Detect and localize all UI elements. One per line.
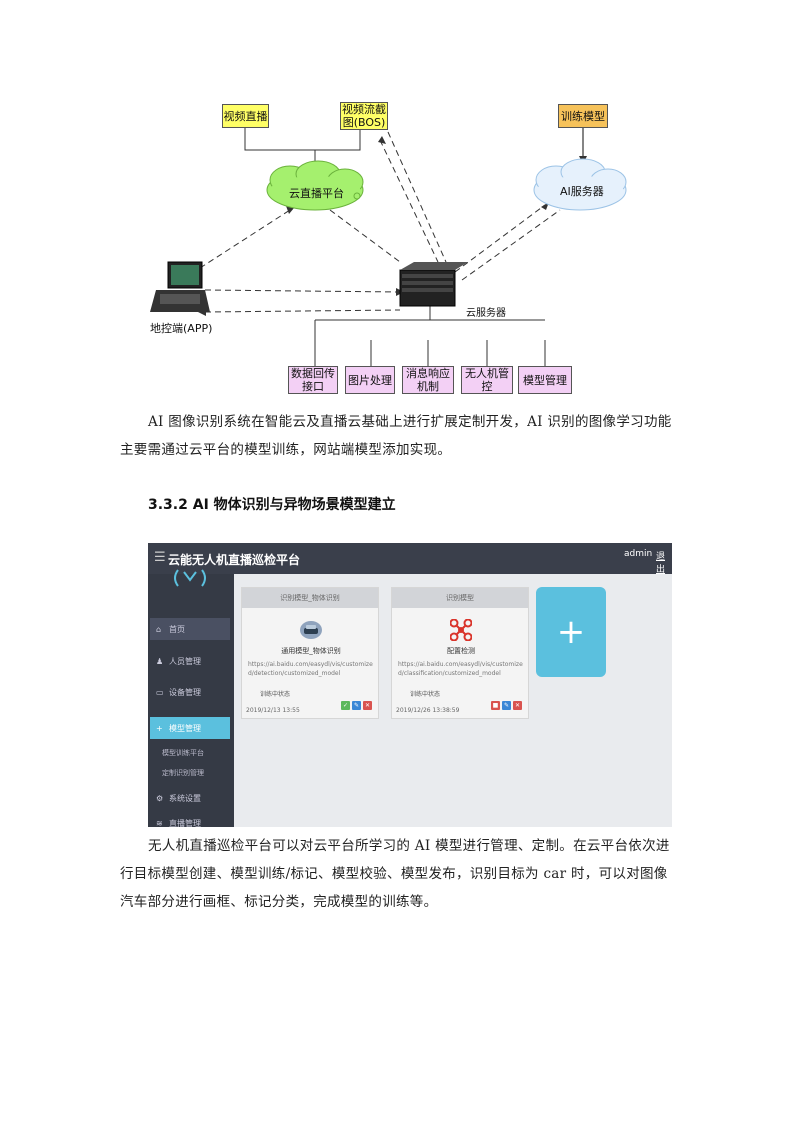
drone-mgmt-box: 无人机管控 xyxy=(461,366,513,394)
home-icon: ⌂ xyxy=(156,624,162,634)
ground-app-label: 地控端(APP) xyxy=(150,322,213,335)
model-mgmt-box: 模型管理 xyxy=(518,366,572,394)
live-video-box: 视频直播 xyxy=(222,104,269,128)
snapshot-label: 视频流截图(BOS) xyxy=(342,103,386,129)
paragraph-platform: 无人机直播巡检平台可以对云平台所学习的 AI 模型进行管理、定制。在云平台依次进… xyxy=(120,838,670,910)
sidebar-item-home[interactable]: ⌂ 首页 xyxy=(150,618,230,640)
card-name: 配置检测 xyxy=(447,647,475,655)
server-icon xyxy=(399,262,468,307)
monitor-icon: ▭ xyxy=(156,687,164,697)
stop-button[interactable]: ■ xyxy=(491,701,500,710)
laptop-icon xyxy=(150,261,210,312)
sidebar: ⌂ 首页 ♟ 人员管理 ▭ 设备管理 + 模型管理 模型训练平台 定制识别管理 ⚙ 系统设… xyxy=(148,569,234,828)
cloud-live-label: 云直播平台 xyxy=(289,187,344,200)
card-header: 识别模型 xyxy=(392,588,528,608)
sidebar-item-live[interactable]: ≋ 直播管理 xyxy=(150,812,230,828)
submenu-training[interactable]: 模型训练平台 xyxy=(162,749,204,757)
card-date: 2019/12/13 13:55 xyxy=(246,707,300,714)
platform-screenshot: ☰ 云能无人机直播巡检平台 admin 退出 ⌂ 首页 ♟ 人员管理 ▭ 设备管理 +… xyxy=(148,543,672,827)
image-proc-label: 图片处理 xyxy=(348,373,392,387)
users-icon: ♟ xyxy=(156,656,164,666)
model-card[interactable]: 识别模型_物体识别 通用模型_物体识别 https://ai.baidu.com… xyxy=(241,587,379,719)
snapshot-box: 视频流截图(BOS) xyxy=(340,102,388,130)
delete-button[interactable]: ✕ xyxy=(513,701,522,710)
drone-mgmt-label: 无人机管控 xyxy=(465,367,509,393)
add-model-button[interactable]: + xyxy=(536,587,606,677)
logo-icon xyxy=(174,569,206,587)
live-video-label: 视频直播 xyxy=(223,109,268,123)
sidebar-item-models[interactable]: + 模型管理 xyxy=(150,717,230,739)
check-button[interactable]: ✓ xyxy=(341,701,350,710)
card-header: 识别模型_物体识别 xyxy=(242,588,378,608)
gear-icon: ⚙ xyxy=(156,793,164,803)
card-status: 训练中状态 xyxy=(410,691,441,698)
logout-link[interactable]: 退出 xyxy=(656,552,666,575)
diagram-connectors xyxy=(150,128,627,366)
ai-server-label: AI服务器 xyxy=(560,185,604,198)
drone-icon xyxy=(450,619,472,641)
sidebar-item-label: 系统设置 xyxy=(169,793,201,803)
plus-icon: + xyxy=(156,723,163,733)
menu-icon[interactable]: ☰ xyxy=(154,550,166,565)
card-status: 训练中状态 xyxy=(260,691,291,698)
sidebar-item-label: 模型管理 xyxy=(169,723,201,733)
sidebar-item-devices[interactable]: ▭ 设备管理 xyxy=(150,681,230,703)
cloud-live-cloud-shape xyxy=(266,160,364,211)
app-title: 云能无人机直播巡检平台 xyxy=(168,553,301,567)
delete-button[interactable]: ✕ xyxy=(363,701,372,710)
card-url: https://ai.baidu.com/easydl/vis/customiz… xyxy=(398,661,523,677)
data-return-box: 数据回传接口 xyxy=(288,366,338,394)
model-mgmt-label: 模型管理 xyxy=(523,373,567,387)
architecture-diagram: 视频直播 视频流截图(BOS) 训练模型 云直播平台 AI服务器 云服务器 地控… xyxy=(0,0,793,400)
top-bar: ☰ 云能无人机直播巡检平台 admin 退出 xyxy=(148,543,672,575)
submenu-custom[interactable]: 定制识别管理 xyxy=(162,769,204,777)
data-return-label: 数据回传接口 xyxy=(291,367,335,393)
sidebar-item-label: 设备管理 xyxy=(169,687,201,697)
card-url: https://ai.baidu.com/easydl/vis/customiz… xyxy=(248,661,373,677)
card-name: 通用模型_物体识别 xyxy=(281,647,341,655)
sidebar-item-label: 直播管理 xyxy=(169,818,201,828)
model-card[interactable]: 识别模型 配置检测 https://ai.baidu.com/easydl/vi… xyxy=(391,587,529,719)
sidebar-item-label: 人员管理 xyxy=(169,656,201,666)
edit-button[interactable]: ✎ xyxy=(352,701,361,710)
paragraph-ai-image: AI 图像识别系统在智能云及直播云基础上进行扩展定制开发，AI 识别的图像学习功… xyxy=(120,414,672,458)
section-heading: 3.3.2 AI 物体识别与异物场景模型建立 xyxy=(148,497,396,513)
card-actions: ■ ✎ ✕ xyxy=(491,701,522,710)
image-proc-box: 图片处理 xyxy=(345,366,395,394)
cloud-server-label: 云服务器 xyxy=(466,308,506,319)
ai-server-cloud-shape xyxy=(533,158,627,211)
sidebar-item-label: 首页 xyxy=(169,624,185,634)
sidebar-item-settings[interactable]: ⚙ 系统设置 xyxy=(150,787,230,809)
card-actions: ✓ ✎ ✕ xyxy=(341,701,372,710)
msg-resp-label: 消息响应机制 xyxy=(406,367,450,393)
train-model-box: 训练模型 xyxy=(558,104,608,128)
edit-button[interactable]: ✎ xyxy=(502,701,511,710)
msg-resp-box: 消息响应机制 xyxy=(402,366,454,394)
card-date: 2019/12/26 13:38:59 xyxy=(396,707,460,714)
wifi-icon: ≋ xyxy=(156,818,163,828)
train-model-label: 训练模型 xyxy=(561,109,605,123)
car-icon xyxy=(300,621,322,639)
sidebar-item-users[interactable]: ♟ 人员管理 xyxy=(150,650,230,672)
username[interactable]: admin xyxy=(624,549,653,559)
